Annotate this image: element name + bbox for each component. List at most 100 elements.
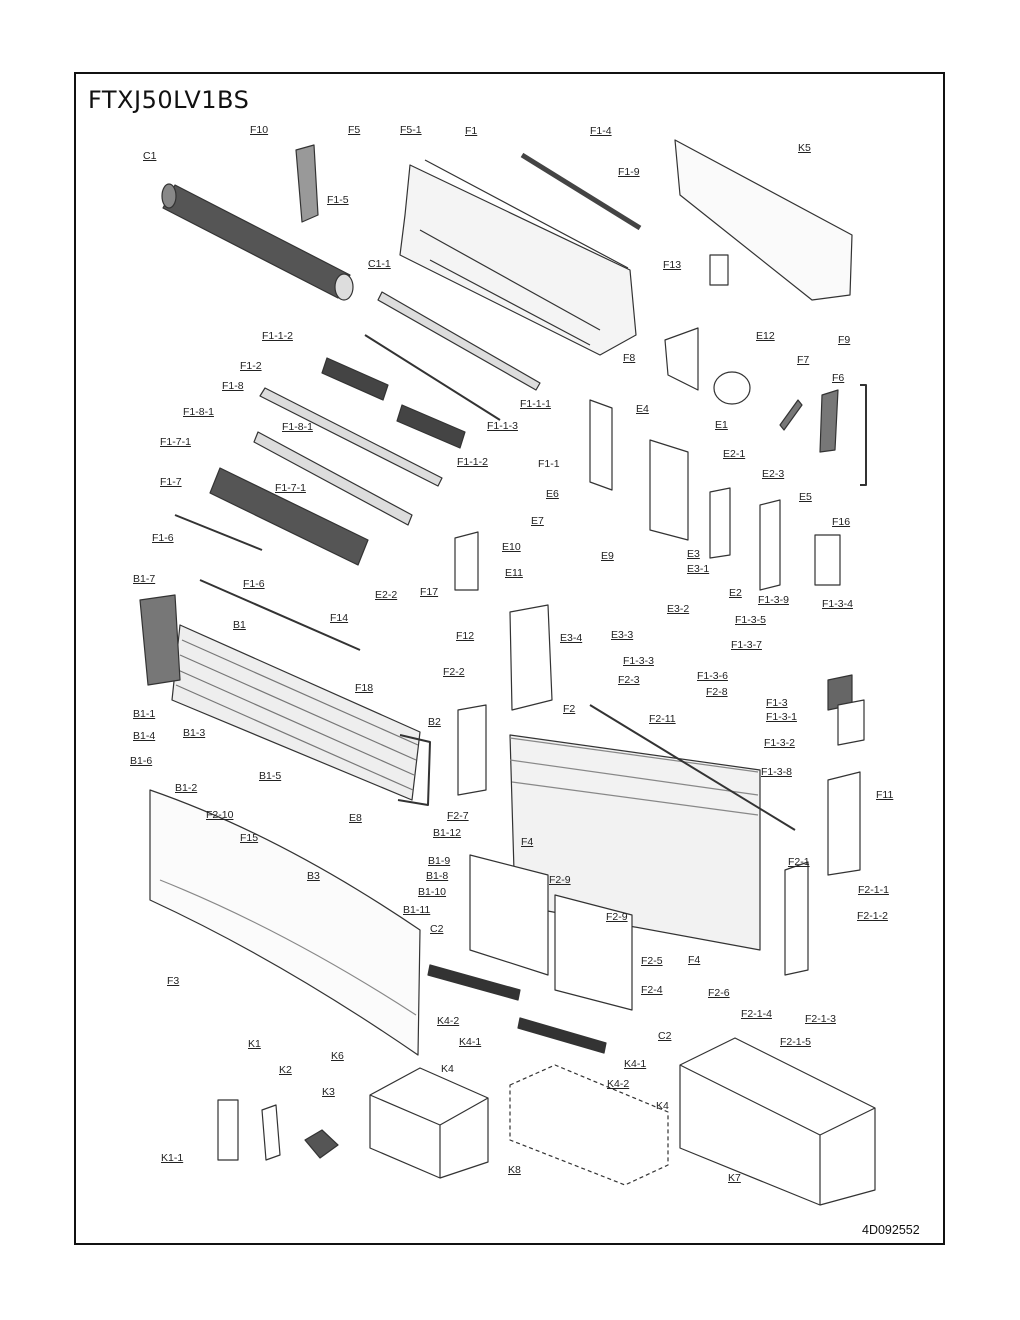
label-f1-8: F1-8 — [222, 380, 244, 392]
part-f1-3-2 — [837, 699, 865, 746]
label-k3: K3 — [322, 1086, 335, 1098]
label-f12: F12 — [456, 630, 475, 642]
part-f1-8 — [253, 431, 413, 526]
label-f15: F15 — [240, 832, 259, 844]
label-f1-3-5: F1-3-5 — [735, 614, 766, 626]
label-k4a: K4 — [441, 1063, 454, 1075]
label-f2-8: F2-8 — [706, 686, 728, 698]
label-f2-1-3: F2-1-3 — [805, 1013, 836, 1025]
label-e3: E3 — [687, 548, 700, 560]
label-b1-10: B1-10 — [418, 886, 447, 898]
part-f1-1-3 — [364, 334, 501, 421]
label-e3-1: E3-1 — [687, 563, 710, 575]
label-e5: E5 — [799, 491, 812, 503]
label-f1-9: F1-9 — [618, 166, 640, 178]
label-f2-1-1: F2-1-1 — [858, 884, 889, 896]
part-f12 — [509, 604, 553, 711]
label-f2-6: F2-6 — [708, 987, 730, 999]
label-f1-8-1a: F1-8-1 — [183, 406, 214, 418]
part-f10 — [295, 144, 319, 223]
label-f2-1-2: F2-1-2 — [857, 910, 888, 922]
label-f3: F3 — [167, 975, 180, 987]
label-b1-8: B1-8 — [426, 870, 449, 882]
part-f6 — [819, 389, 839, 453]
label-b1-11: B1-11 — [403, 904, 431, 916]
label-f1-1-1: F1-1-1 — [520, 398, 551, 410]
part-f1-1-2b — [396, 404, 466, 449]
label-b1-12: B1-12 — [433, 827, 462, 839]
label-f1-7: F1-7 — [160, 476, 182, 488]
label-f1-3-4: F1-3-4 — [822, 598, 853, 610]
part-f1-7-mesh — [209, 467, 369, 566]
label-f2-1-5: F2-1-5 — [780, 1036, 811, 1048]
label-b1-4: B1-4 — [133, 730, 156, 742]
label-f17: F17 — [420, 586, 439, 598]
label-e3-4: E3-4 — [560, 632, 583, 644]
part-e2 — [709, 487, 731, 559]
label-f8: F8 — [623, 352, 636, 364]
label-b1-9: B1-9 — [428, 855, 451, 867]
part-f2-1 — [784, 861, 809, 976]
label-e11: E11 — [505, 567, 523, 579]
part-f2-2 — [457, 704, 487, 796]
label-b1-7: B1-7 — [133, 573, 156, 585]
part-f13 — [709, 254, 729, 286]
label-f1-3: F1-3 — [766, 697, 788, 709]
label-f1-3-9: F1-3-9 — [758, 594, 789, 606]
label-f6: F6 — [832, 372, 845, 384]
part-f1-6a — [174, 514, 263, 551]
label-f1-4: F1-4 — [590, 125, 612, 137]
label-f1-1: F1-1 — [538, 458, 560, 470]
label-k2: K2 — [279, 1064, 292, 1076]
label-e3-2: E3-2 — [667, 603, 690, 615]
front-panel-f3 — [149, 789, 421, 1056]
label-k4-1a: K4-1 — [459, 1036, 482, 1048]
part-f17 — [454, 531, 479, 591]
front-frame-f1 — [399, 159, 637, 356]
label-e10: E10 — [502, 541, 521, 553]
label-f5: F5 — [348, 124, 361, 136]
label-c1: C1 — [143, 150, 157, 162]
label-f2-3: F2-3 — [618, 674, 640, 686]
label-f1-5: F1-5 — [327, 194, 349, 206]
label-k8: K8 — [508, 1164, 521, 1176]
part-f1-1-2a — [321, 357, 389, 401]
label-f1: F1 — [465, 125, 478, 137]
label-f1-8-1b: F1-8-1 — [282, 421, 313, 433]
label-b1-3: B1-3 — [183, 727, 206, 739]
label-f13: F13 — [663, 259, 682, 271]
part-k4-2b — [517, 1017, 607, 1054]
label-f1-2: F1-2 — [240, 360, 262, 372]
label-b2: B2 — [428, 716, 441, 728]
label-f10: F10 — [250, 124, 269, 136]
part-f7 — [779, 399, 803, 431]
label-f4b: F4 — [688, 954, 701, 966]
label-f1-7-1b: F1-7-1 — [275, 482, 306, 494]
label-f2-5: F2-5 — [641, 955, 663, 967]
label-e2a: E2 — [729, 587, 742, 599]
label-k6: K6 — [331, 1050, 344, 1062]
label-f2-11: F2-11 — [649, 713, 676, 725]
label-f2-7: F2-7 — [447, 810, 469, 822]
label-f5-1: F5-1 — [400, 124, 422, 136]
part-b1-7 — [139, 594, 181, 686]
part-k4-2a — [427, 964, 521, 1001]
label-e9: E9 — [601, 550, 614, 562]
packing-k8 — [509, 1064, 669, 1186]
part-f9 — [860, 384, 867, 486]
label-k7: K7 — [728, 1172, 741, 1184]
label-f2-1-4: F2-1-4 — [741, 1008, 772, 1020]
label-e8: E8 — [349, 812, 362, 824]
label-e4: E4 — [636, 403, 649, 415]
label-f18: F18 — [355, 682, 374, 694]
label-f1-6b: F1-6 — [243, 578, 265, 590]
carton-k6 — [369, 1067, 489, 1179]
remote-k1 — [217, 1099, 239, 1161]
label-f2: F2 — [563, 703, 576, 715]
label-c2a: C2 — [430, 923, 444, 935]
label-f1-3-1: F1-3-1 — [766, 711, 797, 723]
control-box-e1 — [649, 439, 689, 541]
air-filter-c2a — [469, 854, 549, 976]
mounting-plate-k5 — [674, 139, 853, 301]
label-f2-10: F2-10 — [206, 809, 234, 821]
